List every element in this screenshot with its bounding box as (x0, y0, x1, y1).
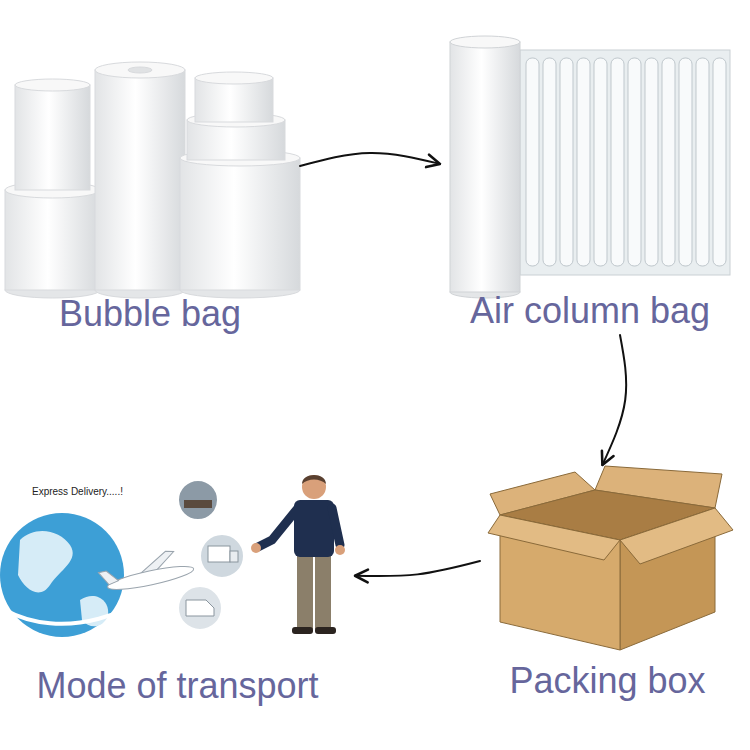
truck-cab (230, 551, 238, 562)
transport-picture (0, 475, 345, 637)
roll-body (5, 190, 100, 290)
roll-body (180, 158, 300, 290)
picture-node: Mode of transport (0, 470, 355, 705)
air-column-bag (450, 36, 730, 298)
picture-node: Bubble bag (0, 40, 300, 340)
flow-arrow (602, 335, 626, 465)
air-column (526, 58, 539, 266)
air-column (560, 58, 573, 266)
man-hand (335, 545, 345, 555)
man-leg (297, 553, 313, 629)
bubble-rolls (5, 62, 300, 298)
flow-arrow (300, 153, 440, 166)
air-column (628, 58, 641, 266)
roll-body (15, 85, 90, 190)
truck-photo (200, 534, 244, 578)
globe-land (18, 531, 73, 592)
man-arm (332, 508, 340, 545)
man-leg (315, 553, 331, 629)
airplane (97, 546, 195, 595)
delivery-man (251, 475, 345, 634)
picture-node: Packing box (480, 465, 735, 705)
picture-text: Express Delivery.....! (32, 486, 123, 498)
roll-body (195, 78, 273, 122)
plane-body (106, 562, 195, 594)
man-shoe (315, 627, 336, 634)
flow-arrow (355, 561, 480, 576)
air-columns (526, 58, 726, 266)
air-column (611, 58, 624, 266)
ship-hull (184, 500, 212, 508)
roll-top (195, 72, 273, 84)
roll-top (450, 36, 520, 48)
node-caption: Air column bag (440, 290, 740, 332)
plane-tail (98, 569, 119, 586)
air-column (594, 58, 607, 266)
air-column (645, 58, 658, 266)
air-column (696, 58, 709, 266)
man-head (302, 475, 326, 499)
man-hand (251, 543, 261, 553)
air-column (713, 58, 726, 266)
air-column (543, 58, 556, 266)
man-arm (258, 508, 298, 547)
box-flap (620, 508, 733, 564)
man-shoe (292, 627, 313, 634)
node-caption: Packing box (480, 660, 735, 702)
roll-body (95, 70, 185, 290)
man-hair (302, 475, 326, 484)
node-caption: Mode of transport (0, 665, 355, 707)
box-flap (488, 515, 620, 560)
roll-core (128, 67, 152, 73)
air-column (577, 58, 590, 266)
ship-photo (178, 480, 218, 520)
roll-top (15, 79, 90, 91)
column-roll (450, 42, 520, 292)
air-column (679, 58, 692, 266)
column-sheet (520, 50, 730, 275)
roll-top (95, 62, 185, 78)
truck-body (208, 546, 230, 562)
van-photo (178, 586, 222, 630)
cardboard-box (488, 466, 733, 650)
air-column (662, 58, 675, 266)
picture-node: Air column bag (440, 40, 740, 335)
van-body (186, 600, 214, 616)
node-caption: Bubble bag (0, 293, 300, 335)
